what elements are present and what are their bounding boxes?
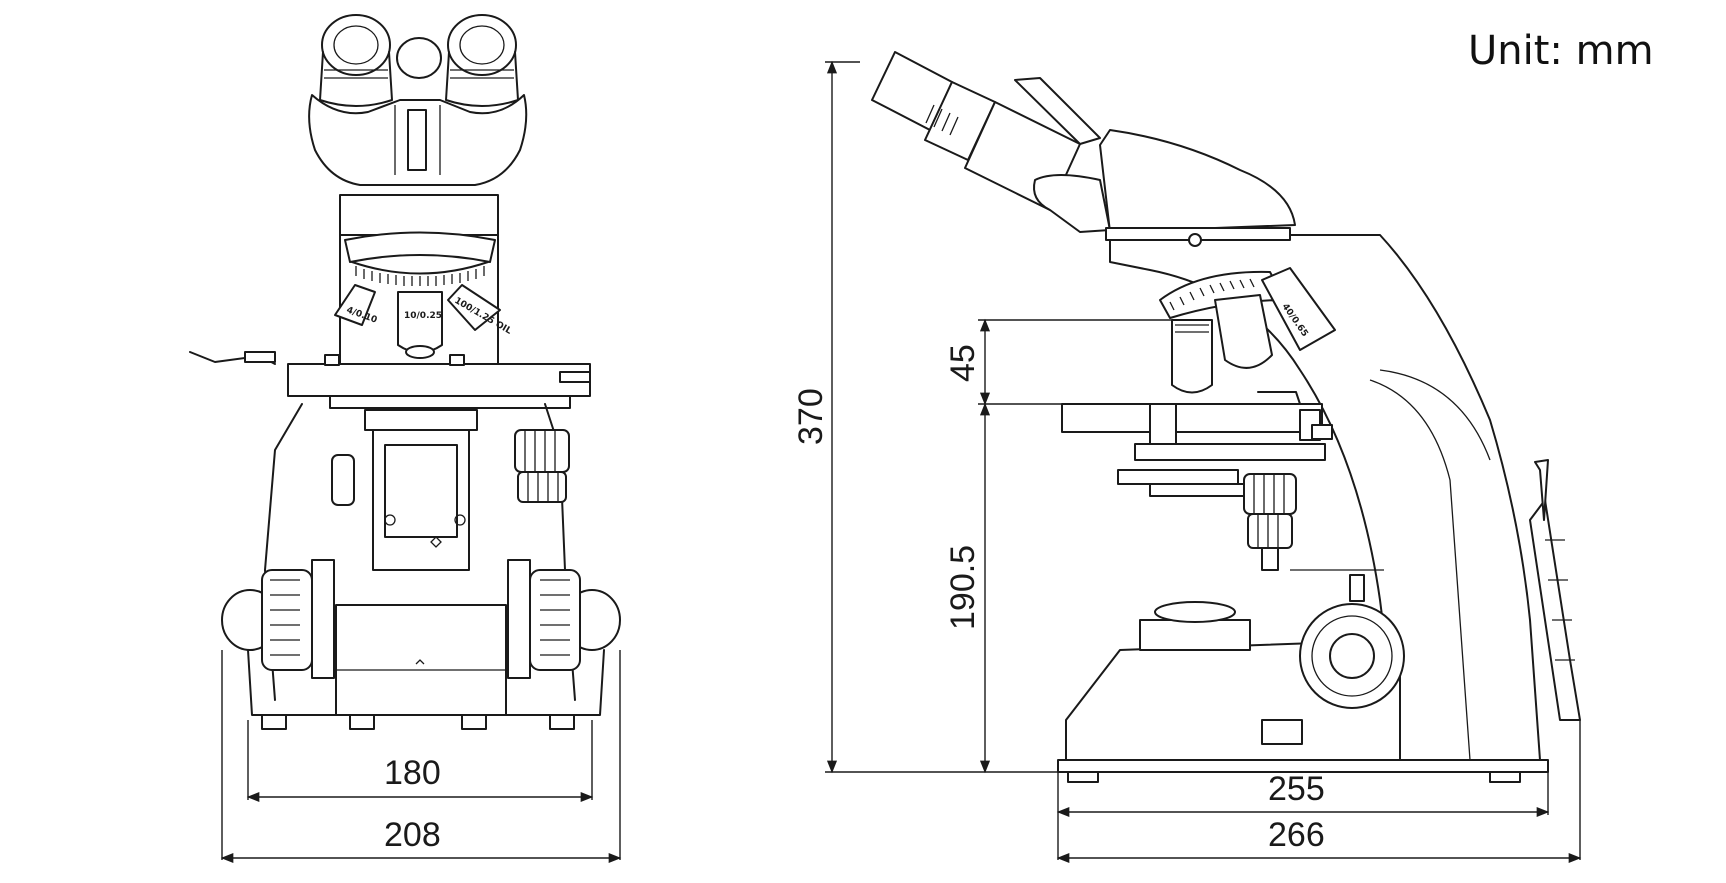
front-aperture-knob bbox=[331, 454, 355, 506]
side-binocular-head bbox=[1099, 129, 1296, 233]
front-dimensions: 180 208 bbox=[220, 650, 622, 864]
side-view-microscope: 40/0.65 bbox=[871, 51, 1581, 783]
front-condenser bbox=[364, 409, 478, 571]
side-stage-height-label: 190.5 bbox=[944, 545, 982, 630]
side-stage bbox=[1061, 391, 1333, 497]
front-eyepieces bbox=[319, 14, 519, 107]
front-coarse-knob-left bbox=[221, 559, 335, 679]
front-width-180-label: 180 bbox=[384, 754, 441, 792]
front-nosepiece-knurl bbox=[355, 266, 485, 286]
side-focus-knobs bbox=[1243, 473, 1297, 571]
side-height-370-label: 370 bbox=[792, 388, 830, 445]
side-depth-255-label: 255 bbox=[1268, 770, 1325, 808]
front-objective-label-10x: 10/0.25 bbox=[404, 311, 442, 321]
front-view-microscope: 4/0.10 10/0.25 100/1.25 OIL bbox=[189, 14, 621, 730]
front-stage bbox=[189, 351, 591, 409]
side-coarse-knob bbox=[1299, 603, 1405, 709]
side-depth-266-label: 266 bbox=[1268, 816, 1325, 854]
side-objectives: 40/0.65 bbox=[1171, 267, 1336, 394]
side-dimensions: 370 45 190.5 255 266 bbox=[792, 60, 1582, 864]
front-coarse-knob-right bbox=[507, 559, 621, 679]
side-gap-45-label: 45 bbox=[944, 344, 982, 382]
front-focus-knob-right bbox=[514, 429, 570, 503]
unit-label: Unit: mm bbox=[1468, 28, 1654, 74]
side-rear-controls bbox=[1529, 459, 1581, 721]
side-eyepiece bbox=[871, 51, 1111, 233]
front-base bbox=[247, 604, 605, 730]
front-width-208-label: 208 bbox=[384, 816, 441, 854]
front-head-support bbox=[339, 194, 499, 236]
